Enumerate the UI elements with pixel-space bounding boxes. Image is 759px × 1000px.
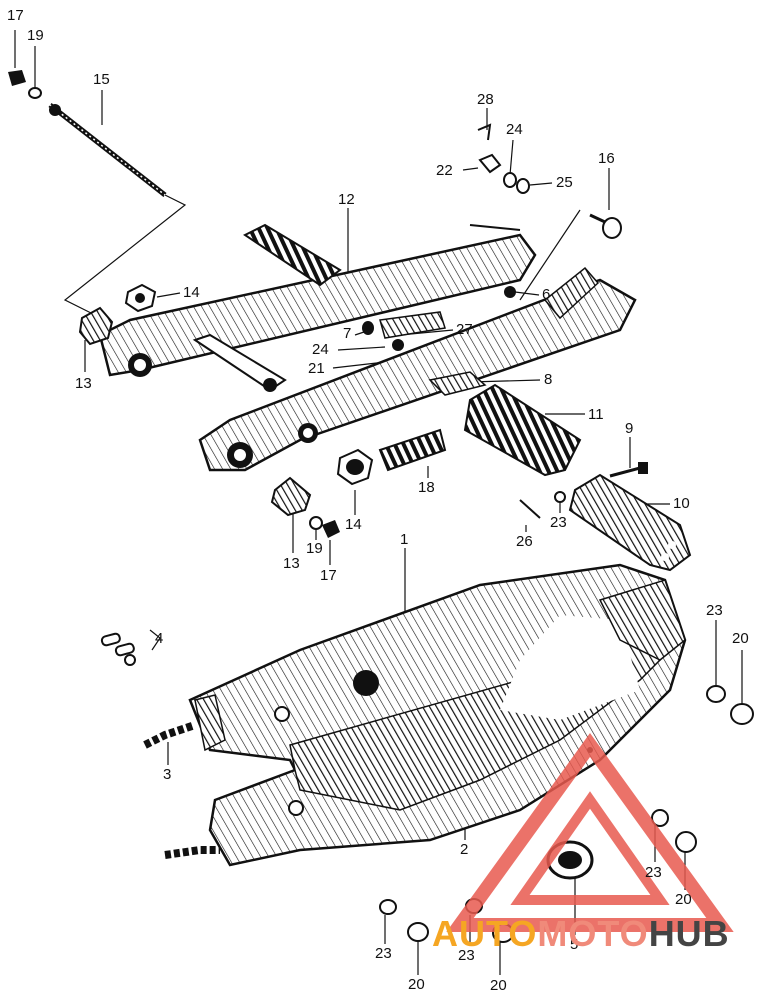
callout-14-lower: 14 bbox=[345, 516, 362, 533]
callout-28: 28 bbox=[477, 91, 494, 108]
rubber-18 bbox=[378, 428, 447, 472]
callout-4: 4 bbox=[155, 630, 164, 647]
callout-7: 7 bbox=[343, 325, 352, 342]
callout-12: 12 bbox=[338, 191, 355, 208]
chain-3-icon bbox=[143, 721, 220, 859]
callout-24: 24 bbox=[506, 121, 523, 138]
automotohub-watermark: AUTOMOTOHUB bbox=[432, 916, 730, 952]
callout-15: 15 bbox=[93, 71, 110, 88]
callout-14: 14 bbox=[183, 284, 200, 301]
callout-5: 5 bbox=[570, 936, 579, 953]
watermark-moto: MOTO bbox=[537, 913, 649, 954]
callout-6: 6 bbox=[542, 286, 551, 303]
pin-26-icon bbox=[519, 499, 541, 519]
callout-23-bottom-left: 23 bbox=[375, 945, 392, 962]
automotohub-logo-triangle bbox=[446, 733, 734, 932]
callout-21: 21 bbox=[308, 360, 325, 377]
callout-13: 13 bbox=[75, 375, 92, 392]
callout-20-right: 20 bbox=[732, 630, 749, 647]
chain-link-4-icon bbox=[100, 632, 136, 666]
watermark-hub: HUB bbox=[648, 913, 730, 954]
callout-23-bottom: 23 bbox=[458, 947, 475, 964]
washer-23-icon bbox=[554, 491, 566, 503]
callout-17: 17 bbox=[7, 7, 24, 24]
bolt-15-icon bbox=[8, 70, 167, 197]
callout-3: 3 bbox=[163, 766, 172, 783]
swing-arm-frame bbox=[98, 223, 637, 472]
callout-16: 16 bbox=[598, 150, 615, 167]
callout-27: 27 bbox=[456, 321, 473, 338]
callout-20-bottom: 20 bbox=[490, 977, 507, 994]
callout-20-bottom-left: 20 bbox=[408, 976, 425, 993]
callout-18: 18 bbox=[418, 479, 435, 496]
callout-20-case: 20 bbox=[675, 891, 692, 908]
callout-23-right: 23 bbox=[706, 602, 723, 619]
callout-23: 23 bbox=[550, 514, 567, 531]
callout-2: 2 bbox=[460, 841, 469, 858]
fasteners bbox=[78, 123, 622, 538]
callout-17-lower: 17 bbox=[320, 567, 337, 584]
chain-case-1 bbox=[188, 563, 687, 867]
callout-19-lower: 19 bbox=[306, 540, 323, 557]
callout-1: 1 bbox=[400, 531, 409, 548]
callout-10: 10 bbox=[673, 495, 690, 512]
watermark-auto: AUTO bbox=[432, 913, 538, 954]
callout-22: 22 bbox=[436, 162, 453, 179]
footrest-10 bbox=[568, 473, 692, 572]
callout-9: 9 bbox=[625, 420, 634, 437]
footrest-11 bbox=[463, 383, 582, 477]
callout-11: 11 bbox=[588, 406, 604, 423]
callout-19: 19 bbox=[27, 27, 44, 44]
callout-24-lower: 24 bbox=[312, 341, 329, 358]
callout-8: 8 bbox=[544, 371, 553, 388]
callout-25: 25 bbox=[556, 174, 573, 191]
callout-23-case: 23 bbox=[645, 864, 662, 881]
callout-13-lower: 13 bbox=[283, 555, 300, 572]
bolt-9-icon bbox=[609, 462, 648, 478]
callout-26: 26 bbox=[516, 533, 533, 550]
